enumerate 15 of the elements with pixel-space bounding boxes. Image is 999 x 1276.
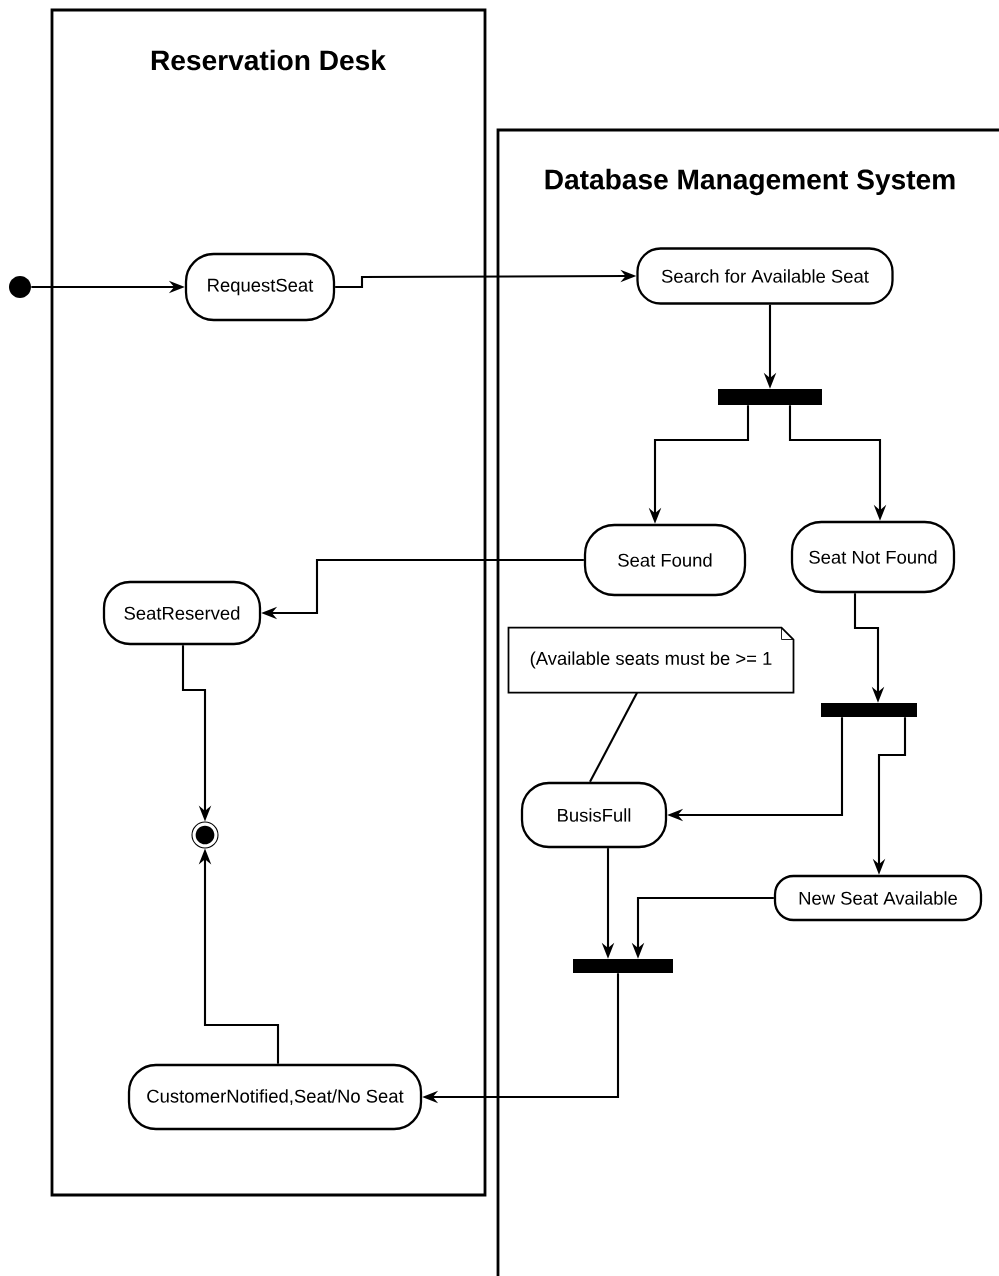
activity-box: New Seat Available (773, 874, 983, 922)
leader-line (589, 692, 638, 783)
activity-box: SeatReserved (102, 580, 262, 646)
sync-bar (821, 703, 917, 717)
sync-bar (718, 389, 822, 405)
final-state (191, 821, 219, 849)
activity-box: Search for Available Seat (636, 247, 894, 305)
note: (Available seats must be >= 1 (507, 626, 795, 694)
sync-bar (573, 959, 673, 973)
activity-box: RequestSeat (184, 252, 336, 322)
activity-box: CustomerNotified,Seat/No Seat (127, 1063, 423, 1131)
activity-box: Seat Not Found (790, 520, 956, 594)
initial-state (9, 276, 31, 298)
activity-box: BusisFull (520, 781, 668, 849)
activity-box: Seat Found (583, 523, 747, 597)
